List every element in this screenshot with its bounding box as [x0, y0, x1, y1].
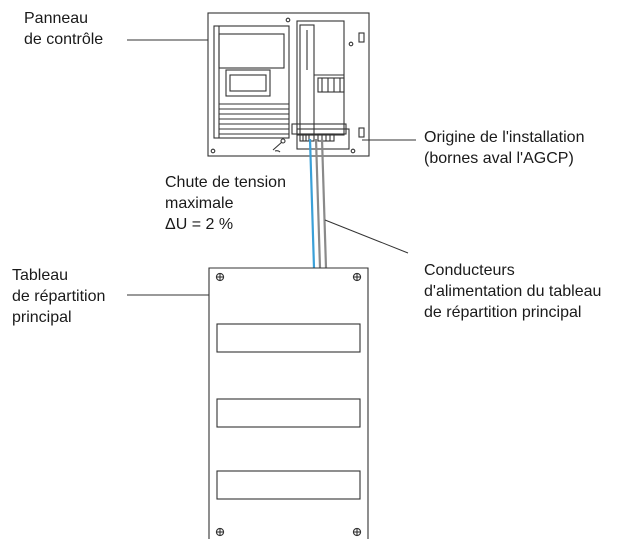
din-rail-slot-2	[216, 398, 361, 428]
feeder-cables	[308, 138, 328, 269]
label-line: Tableau	[12, 267, 69, 284]
leader-conducteurs	[324, 219, 409, 254]
screw-icon	[215, 272, 225, 282]
label-line: Panneau	[24, 10, 89, 27]
label-line: de répartition	[12, 288, 106, 305]
cable-gray-2	[320, 138, 328, 269]
label-conducteurs-alimentation: Conducteurs d'alimentation du tableau de…	[424, 260, 601, 323]
latch-icon	[358, 32, 365, 43]
screw-icon	[352, 272, 362, 282]
mounting-hole-icon	[348, 41, 354, 47]
distribution-board-frame	[208, 267, 369, 539]
label-tableau-repartition: Tableau de répartition principal	[12, 265, 105, 328]
label-line: Origine de l'installation	[424, 129, 585, 146]
latch-icon	[358, 127, 365, 138]
screw-icon	[215, 527, 225, 537]
label-line: ΔU = 2 %	[165, 216, 234, 233]
din-rail-slot-1	[216, 323, 361, 353]
leader-lines	[127, 39, 416, 296]
control-panel	[207, 12, 370, 157]
label-line: d'alimentation du tableau	[424, 283, 602, 300]
meter-module	[213, 25, 290, 139]
label-line: Conducteurs	[424, 262, 515, 279]
tool-icon	[272, 138, 286, 153]
control-panel-frame	[207, 12, 370, 157]
label-chute-de-tension: Chute de tension maximale ΔU = 2 %	[165, 172, 286, 235]
din-rail-slot-3	[216, 470, 361, 500]
cable-gray-1	[314, 138, 322, 269]
breaker-module	[291, 20, 350, 150]
label-line: de contrôle	[24, 31, 104, 48]
label-origine-installation: Origine de l'installation (bornes aval l…	[424, 127, 584, 169]
mounting-hole-icon	[285, 17, 291, 23]
label-line: principal	[12, 309, 72, 326]
label-line: Chute de tension	[165, 174, 286, 191]
mounting-hole-icon	[350, 148, 356, 154]
label-panneau-de-controle: Panneau de contrôle	[24, 8, 103, 50]
label-line: maximale	[165, 195, 234, 212]
label-line: de répartition principal	[424, 304, 582, 321]
cable-blue	[308, 138, 316, 269]
distribution-board	[208, 267, 369, 539]
screw-icon	[352, 527, 362, 537]
mounting-hole-icon	[210, 148, 216, 154]
label-line: (bornes aval l'AGCP)	[424, 150, 574, 167]
